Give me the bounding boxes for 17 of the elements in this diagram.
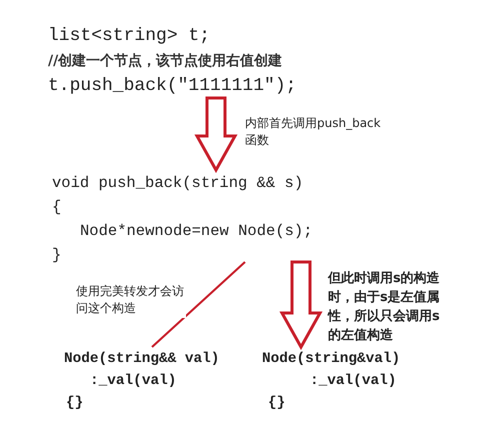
code-line: t.push_back("1111111"); — [48, 76, 296, 96]
code-line: :_val(val) — [310, 373, 396, 389]
code-line: { — [52, 198, 62, 216]
connector-line — [151, 261, 246, 348]
code-line: Node(string&val) — [262, 351, 400, 367]
code-line: void push_back(string && s) — [52, 174, 304, 192]
code-line: {} — [268, 395, 286, 411]
edge-label: 使用完美转发才会访问这个构造 — [76, 283, 186, 318]
code-line: Node(string&& val) — [64, 351, 220, 367]
code-line: {} — [66, 395, 84, 411]
block-arrow — [279, 260, 323, 350]
code-comment: //创建一个节点，该节点使用右值创建 — [48, 52, 282, 70]
code-line: } — [52, 246, 62, 264]
code-line: list<string> t; — [48, 26, 210, 46]
block-arrow — [194, 96, 238, 174]
code-line: Node*newnode=new Node(s); — [80, 222, 313, 240]
code-line: :_val(val) — [90, 373, 176, 389]
